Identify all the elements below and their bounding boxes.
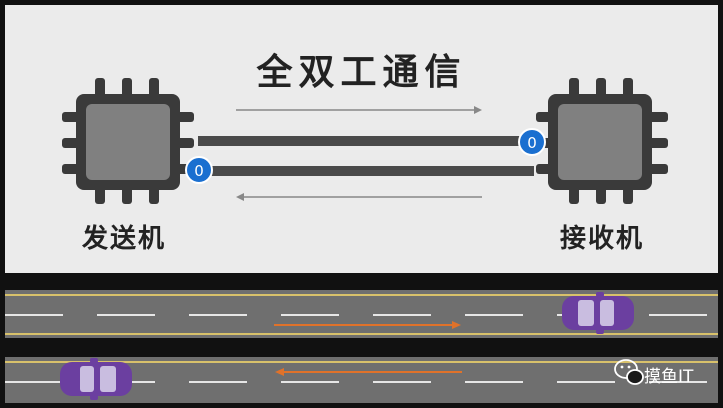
sender-label: 发送机 [82, 218, 166, 255]
receiver-port-value: 0 [527, 134, 537, 152]
receiver-chip-icon [536, 78, 668, 204]
receiver-label: 接收机 [560, 218, 644, 255]
car-eastbound-icon [562, 292, 634, 334]
forward-direction-arrow [236, 106, 482, 114]
backward-direction-arrow [236, 193, 482, 201]
sender-port-indicator: 0 [186, 157, 212, 183]
car-westbound-icon [60, 358, 132, 400]
sender-chip-icon [62, 78, 194, 204]
watermark-text: 摸鱼IT [644, 362, 693, 387]
receive-bus-line [198, 166, 534, 176]
transmit-bus-line [198, 136, 534, 146]
receiver-port-indicator: 0 [519, 129, 545, 155]
sender-port-value: 0 [194, 162, 204, 180]
